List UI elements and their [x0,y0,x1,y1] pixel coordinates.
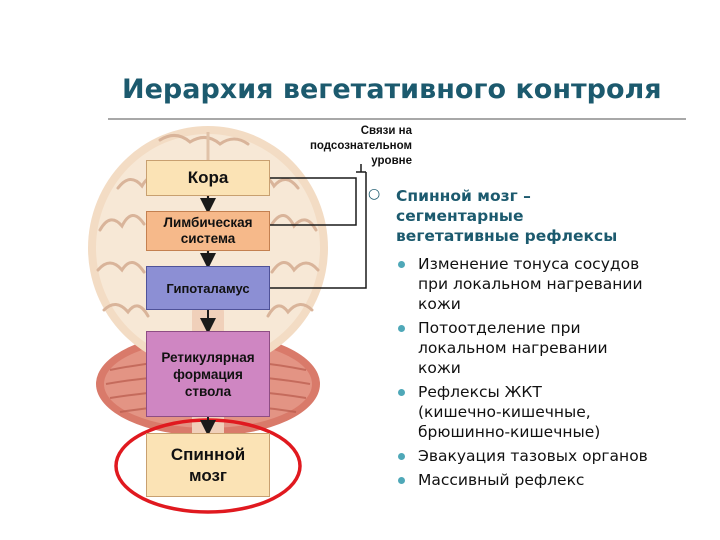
dot-bullet-icon [398,261,405,268]
limbic-label-line1: Лимбическая [163,215,253,230]
hollow-circle-bullet-icon: ○ [368,186,381,202]
reticular-label-line1: Ретикулярная [161,349,255,365]
main-bullet: ○ Спинной мозг – сегментарные вегетативн… [368,186,708,246]
slide-title: Иерархия вегетативного контроля [122,74,662,105]
cortex-label: Кора [187,168,229,187]
sub-bullet-text: при локальном нагревании [418,275,643,293]
sub-bullet-text: Рефлексы ЖКТ [418,383,542,401]
sub-bullet-item: Эвакуация тазовых органов [398,446,708,466]
sub-bullet-text: Потоотделение при [418,319,581,337]
subconscious-label-line3: уровне [371,155,412,167]
spinal-label-line1: Спинной [170,445,246,464]
sub-bullet-text: (кишечно-кишечные, [418,403,591,421]
hypothalamus-label: Гипоталамус [166,280,250,296]
cortex-box: Кора [146,160,270,196]
title-divider [108,118,686,120]
reticular-label-line3: ствола [184,383,232,399]
limbic-label-line2: система [180,231,236,246]
sub-bullet-text: кожи [418,359,461,377]
sub-bullet-item: Массивный рефлекс [398,470,708,490]
subconscious-label-line2: подсознательном [309,140,412,152]
main-bullet-line2: сегментарные [396,207,524,225]
dot-bullet-icon [398,325,405,332]
subconscious-label-line1: Связи на [360,125,412,137]
main-bullet-line1: Спинной мозг – [396,187,531,205]
subconscious-connectors [270,164,367,289]
sub-bullet-item: Потоотделение при локальном нагревании к… [398,318,708,378]
dot-bullet-icon [398,389,405,396]
sub-bullet-text: Изменение тонуса сосудов [418,255,640,273]
sub-bullet-item: Рефлексы ЖКТ (кишечно-кишечные, брюшинно… [398,382,708,442]
spinal-label-line2: мозг [188,466,228,485]
sub-bullet-text: кожи [418,295,461,313]
dot-bullet-icon [398,453,405,460]
hypothalamus-box: Гипоталамус [146,266,270,310]
spinal-cord-box: Спинной мозг [146,433,270,497]
limbic-system-box: Лимбическая система [146,211,270,251]
sub-bullet-list: Изменение тонуса сосудов при локальном н… [398,254,708,490]
reticular-label-line2: формация [173,366,243,382]
main-bullet-line3: вегетативные рефлексы [396,227,618,245]
content-bullets: ○ Спинной мозг – сегментарные вегетативн… [368,186,708,494]
sub-bullet-text: локальном нагревании [418,339,608,357]
dot-bullet-icon [398,477,405,484]
sub-bullet-text: Эвакуация тазовых органов [418,447,648,465]
sub-bullet-text: брюшинно-кишечные) [418,423,601,441]
sub-bullet-item: Изменение тонуса сосудов при локальном н… [398,254,708,314]
reticular-formation-box: Ретикулярная формация ствола [146,331,270,417]
subconscious-connections-label: Связи на подсознательном уровне [288,124,412,169]
sub-bullet-text: Массивный рефлекс [418,471,585,489]
